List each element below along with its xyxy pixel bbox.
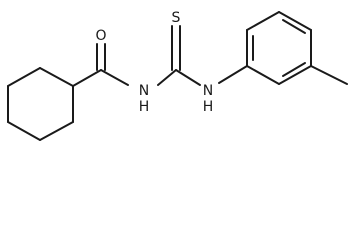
amine-n-to-phenyl-bond (218, 65, 248, 84)
cyclohexane-ring (7, 67, 74, 141)
ring-bond (7, 67, 41, 87)
amide-hydrogen-label: H (139, 99, 150, 115)
carbonyl-double-bond (96, 43, 106, 71)
carbonyl-to-amide-n-bond (100, 69, 129, 86)
ring-bond (246, 11, 280, 31)
ring-bond (39, 67, 74, 87)
ring-bond (278, 65, 312, 85)
chemical-structure-diagram: O N H S N H (7, 10, 348, 141)
ring-bond (39, 121, 74, 141)
ring-bond (278, 11, 312, 31)
amide-nitrogen-label: N (139, 83, 149, 99)
benzene-ring (246, 11, 312, 85)
thiocarbon-to-amine-n-bond (175, 69, 201, 86)
methyl-bond (310, 65, 348, 85)
thiocarbonyl-double-bond (171, 25, 181, 71)
amine-nitrogen-label: N (203, 83, 213, 99)
amide-n-to-thiocarbon-bond (157, 69, 177, 86)
amine-hydrogen-label: H (203, 99, 214, 115)
ring-bond (7, 121, 41, 141)
aromatic-inner-bond (282, 62, 306, 77)
aromatic-inner-bond (282, 19, 306, 34)
ring-bond (246, 65, 280, 85)
thio-sulfur-label: S (172, 10, 181, 26)
carbonyl-oxygen-label: O (95, 28, 106, 44)
ring-to-carbonyl-bond (72, 69, 102, 87)
